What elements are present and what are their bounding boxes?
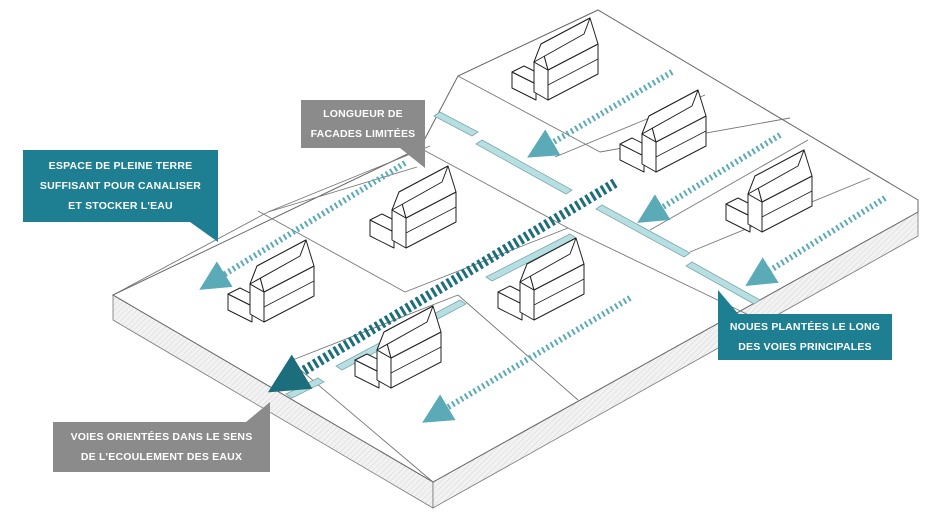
callout-facades: LONGUEUR DE FACADES LIMITÉES xyxy=(301,100,425,148)
callout-pointer xyxy=(190,222,218,242)
house xyxy=(619,89,707,173)
callout-voies: VOIES ORIENTÉES DANS LE SENS DE L'ECOULE… xyxy=(53,422,270,472)
callout-text: ET STOCKER L'EAU xyxy=(68,200,173,212)
callout-pointer xyxy=(246,402,270,422)
callout-noues: NOUES PLANTÉES LE LONG DES VOIES PRINCIP… xyxy=(718,314,892,360)
house xyxy=(354,305,442,389)
callout-pointer xyxy=(400,148,425,168)
callout-text: DE L'ECOULEMENT DES EAUX xyxy=(80,451,243,463)
main-road-flow-arrow xyxy=(267,178,618,393)
callout-text: DES VOIES PRINCIPALES xyxy=(738,341,872,353)
callout-text: VOIES ORIENTÉES DANS LE SENS xyxy=(70,431,253,443)
water-flow-arrows xyxy=(199,69,887,423)
house xyxy=(369,165,457,249)
house xyxy=(227,239,315,323)
callout-pointer xyxy=(718,290,740,316)
callout-text: LONGUEUR DE xyxy=(323,108,403,120)
ground-slab xyxy=(111,9,919,509)
house xyxy=(511,17,599,101)
callout-text: SUFFISANT POUR CANALISER xyxy=(39,180,202,192)
callout-text: FACADES LIMITÉES xyxy=(310,128,416,140)
callout-text: NOUES PLANTÉES LE LONG xyxy=(729,321,881,333)
house xyxy=(497,237,585,321)
callout-espace-pleine-terre: ESPACE DE PLEINE TERRE SUFFISANT POUR CA… xyxy=(23,150,218,222)
houses xyxy=(227,17,813,389)
callout-text: ESPACE DE PLEINE TERRE xyxy=(48,160,193,172)
house xyxy=(725,149,813,233)
